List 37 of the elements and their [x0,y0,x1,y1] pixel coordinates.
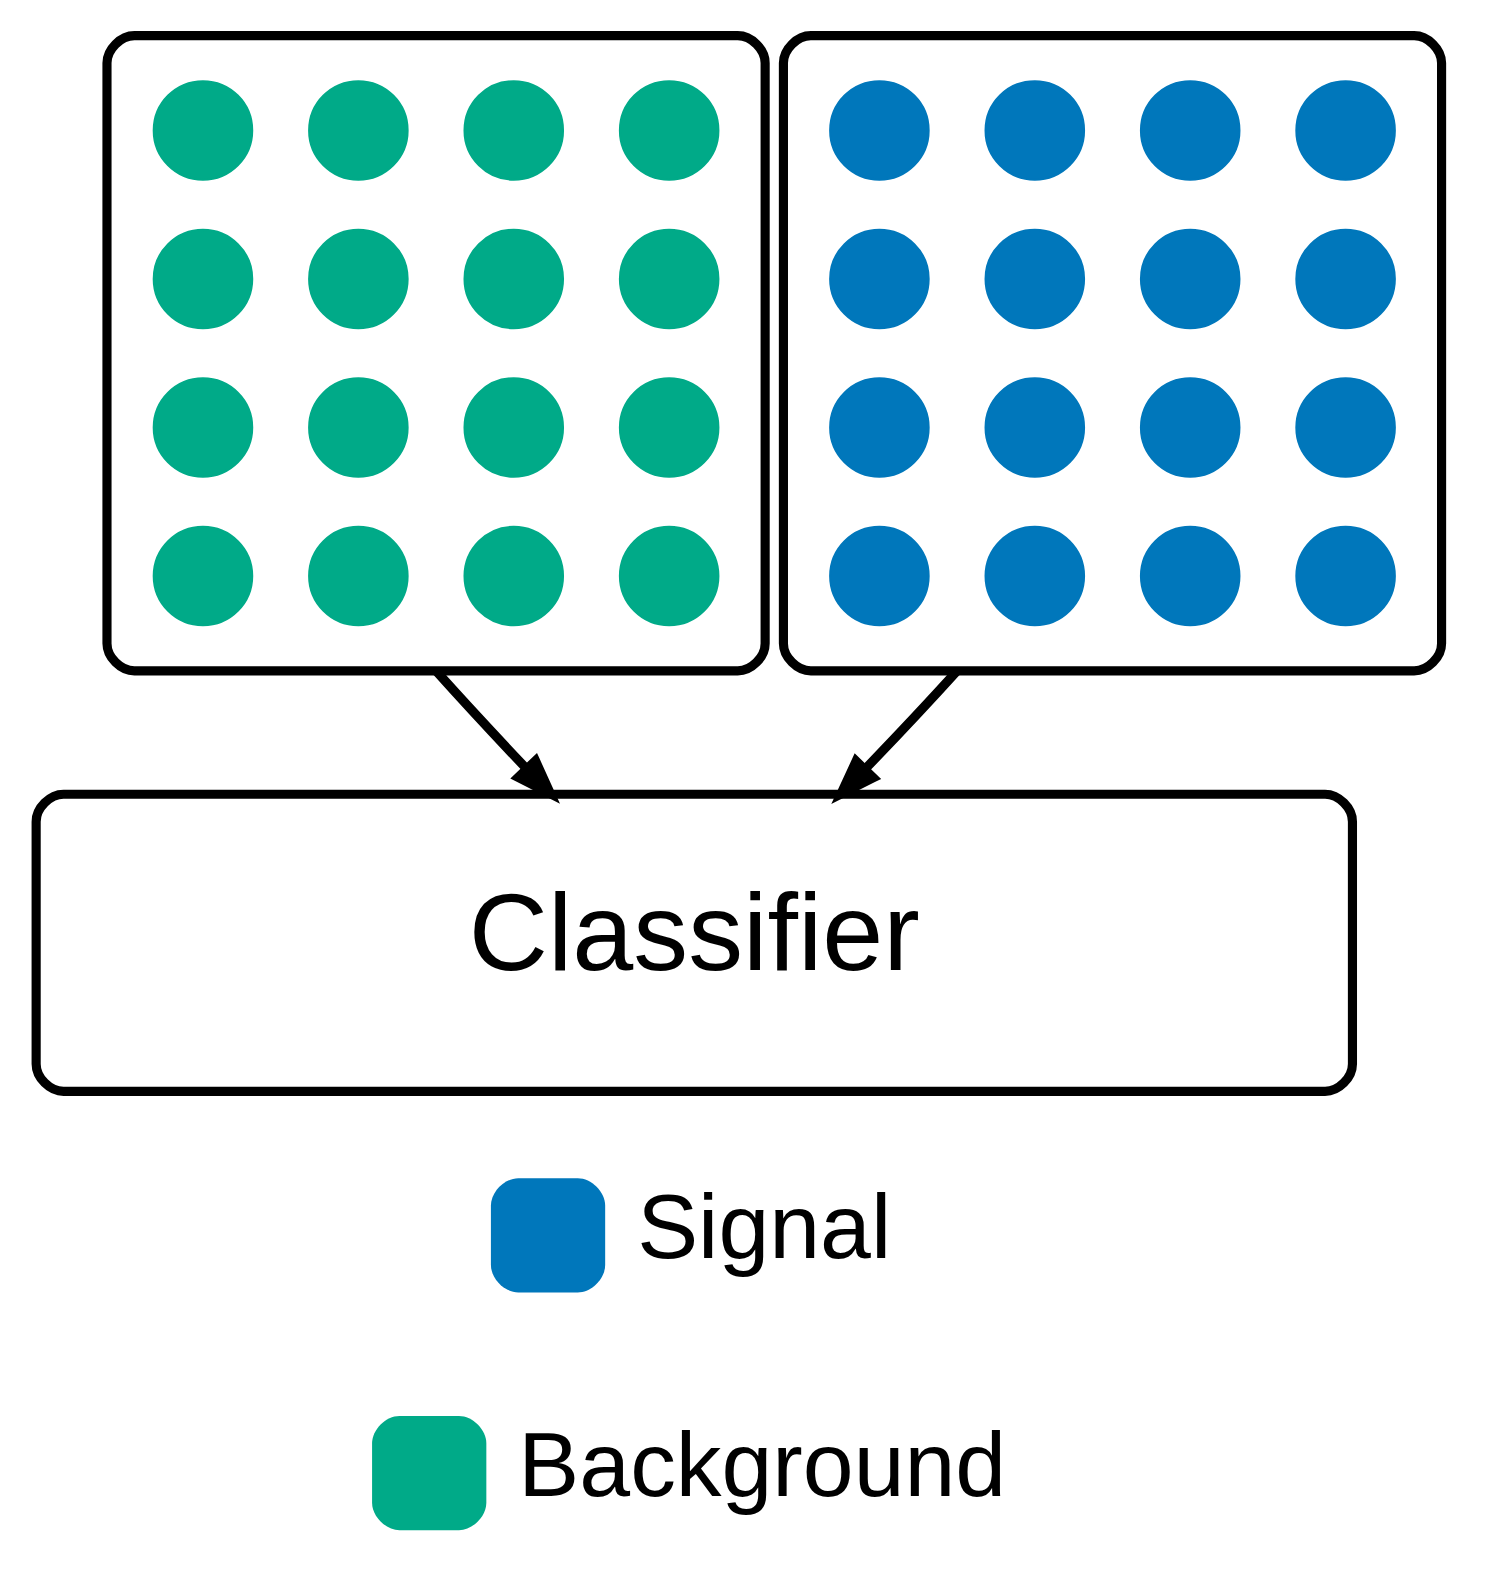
node-circle [1139,228,1241,330]
node-circle [308,377,409,478]
node-circle [463,525,565,627]
node-circle [984,228,1086,330]
node-circle [152,377,254,478]
node-circle [618,377,720,478]
node-circle [829,525,930,627]
node-circle [1139,525,1241,627]
node-circle [984,377,1086,478]
node-circle [463,228,565,330]
node-circle [463,80,565,181]
node-circle [829,228,930,330]
node-circle [1139,80,1241,181]
legend-label: Signal [637,1175,892,1278]
node-box: Classifier [31,789,1357,1096]
node-circle [984,525,1086,627]
node-circle [618,228,720,330]
node-circle [829,80,930,181]
cluster [778,31,1447,676]
node-circle [984,80,1086,181]
node-circle [152,228,254,330]
node-circle [829,377,930,478]
legend-label: Background [518,1412,1007,1515]
node-circle [618,525,720,627]
node-circle [463,377,565,478]
node-circle [152,80,254,181]
node-circle [308,525,409,627]
cluster [102,31,770,676]
node-circle [1295,525,1396,627]
node-circle [308,228,409,330]
node-circle [1295,377,1396,478]
node-circle [1139,377,1241,478]
node-circle [1295,80,1396,181]
node-circle [152,525,254,627]
node-circle [1295,228,1396,330]
node-circle [618,80,720,181]
node-circle [308,80,409,181]
